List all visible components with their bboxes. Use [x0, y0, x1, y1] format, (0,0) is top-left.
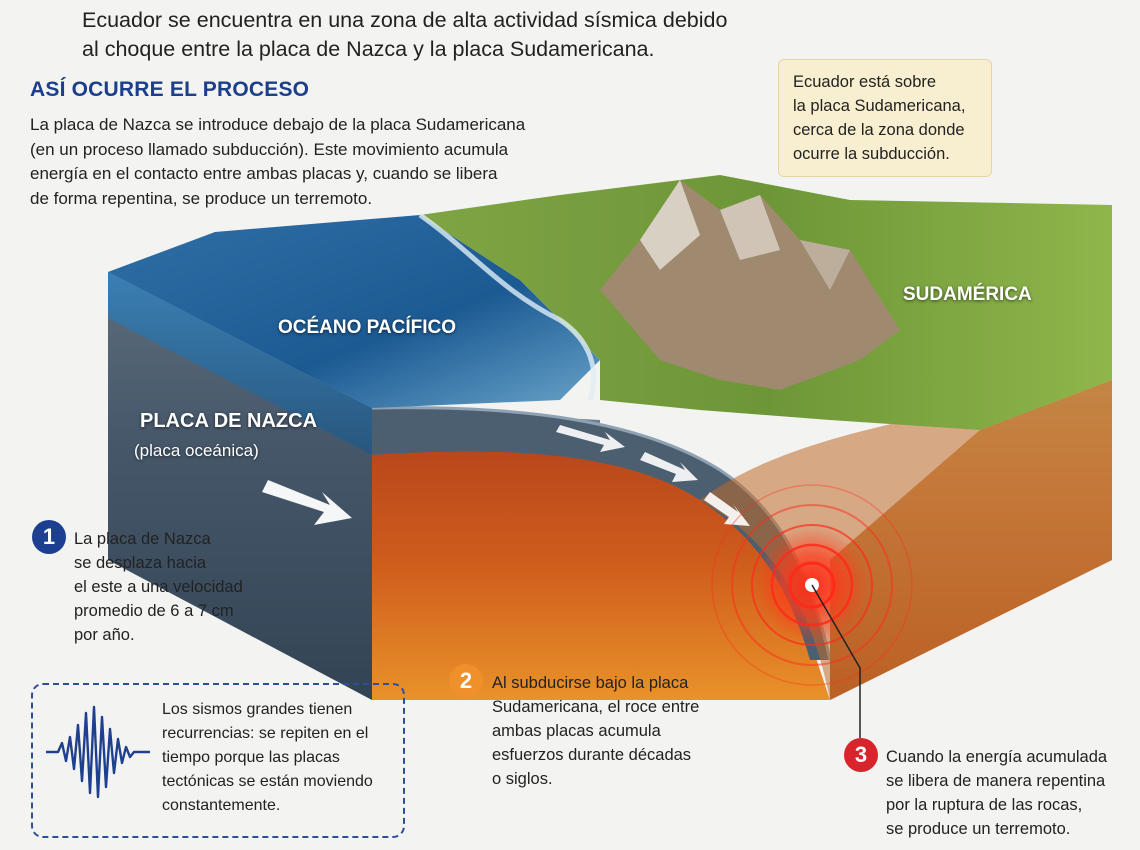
south-america-label: SUDAMÉRICA — [903, 284, 1032, 305]
seismic-recurrence-text: Los sismos grandes tienen recurrencias: … — [162, 698, 397, 818]
step-line: esfuerzos durante décadas — [492, 746, 692, 764]
step-3-text: Cuando la energía acumulada se libera de… — [886, 745, 1131, 841]
step-line: promedio de 6 a 7 cm — [74, 602, 234, 620]
process-line: La placa de Nazca se introduce debajo de… — [30, 115, 526, 134]
process-description: La placa de Nazca se introduce debajo de… — [30, 113, 590, 211]
step-line: se produce un terremoto. — [886, 820, 1071, 838]
note-line: Ecuador está sobre — [793, 73, 937, 91]
seismic-line: recurrencias: se repiten en el — [162, 725, 369, 742]
seismic-line: Los sismos grandes tienen — [162, 701, 353, 718]
step-line: o siglos. — [492, 770, 553, 788]
step-line: La placa de Nazca — [74, 530, 211, 548]
headline-line: Ecuador se encuentra en una zona de alta… — [82, 8, 728, 32]
leader-line — [811, 584, 861, 738]
ocean-label: OCÉANO PACÍFICO — [278, 317, 457, 338]
note-line: la placa Sudamericana, — [793, 97, 966, 115]
process-line: energía en el contacto entre ambas placa… — [30, 164, 498, 183]
step-line: por año. — [74, 626, 135, 644]
seismic-line: constantemente. — [162, 797, 281, 814]
step-1-text: La placa de Nazca se desplaza hacia el e… — [74, 527, 264, 647]
step-line: Sudamericana, el roce entre — [492, 698, 700, 716]
step-line: el este a una velocidad — [74, 578, 243, 596]
step-3-badge: 3 — [844, 738, 878, 772]
note-line: cerca de la zona donde — [793, 121, 965, 139]
headline: Ecuador se encuentra en una zona de alta… — [82, 6, 842, 64]
ecuador-note: Ecuador está sobre la placa Sudamericana… — [778, 59, 992, 177]
step-line: por la ruptura de las rocas, — [886, 796, 1083, 814]
step-line: se libera de manera repentina — [886, 772, 1106, 790]
seismic-line: tiempo porque las placas — [162, 749, 340, 766]
step-line: se desplaza hacia — [74, 554, 207, 572]
step-line: Al subducirse bajo la placa — [492, 674, 689, 692]
seismograph-icon — [46, 705, 150, 799]
subduction-arrow-icon — [556, 425, 750, 526]
movement-arrow-icon — [262, 480, 352, 525]
process-line: (en un proceso llamado subducción). Este… — [30, 139, 509, 159]
nazca-plate-label: PLACA DE NAZCA — [140, 410, 318, 432]
nazca-plate-sublabel: (placa oceánica) — [134, 441, 259, 460]
note-line: ocurre la subducción. — [793, 145, 950, 163]
process-line: de forma repentina, se produce un terrem… — [30, 188, 373, 208]
step-2-badge: 2 — [449, 664, 483, 698]
seismic-line: tectónicas se están moviendo — [162, 773, 373, 790]
headline-line: al choque entre la placa de Nazca y la p… — [82, 37, 655, 61]
step-line: Cuando la energía acumulada — [886, 748, 1108, 766]
process-heading: ASÍ OCURRE EL PROCESO — [30, 78, 310, 101]
step-line: ambas placas acumula — [492, 722, 661, 740]
step-2-text: Al subducirse bajo la placa Sudamericana… — [492, 671, 732, 791]
step-1-badge: 1 — [32, 520, 66, 554]
seismic-recurrence-box — [31, 683, 405, 838]
